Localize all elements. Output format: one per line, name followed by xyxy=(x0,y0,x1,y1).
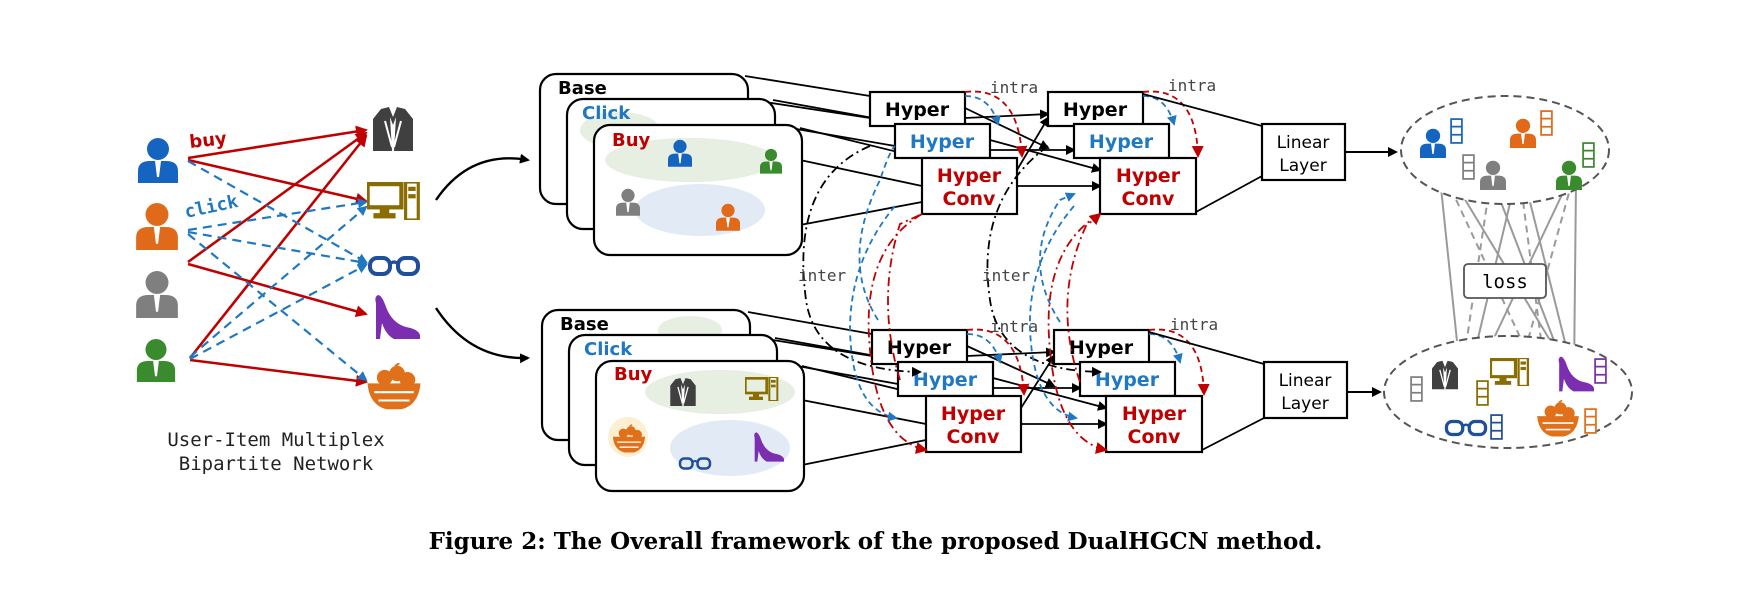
intra-label-top-l2: intra xyxy=(1168,76,1216,95)
intra-label-top-l1: intra xyxy=(990,78,1038,97)
user-orange-icon xyxy=(136,203,178,250)
hyper-conv-block-buy-l2-bottom xyxy=(1104,394,1204,454)
svg-text:Hyper: Hyper xyxy=(1095,369,1160,391)
svg-text:Conv: Conv xyxy=(943,188,997,210)
network-label-line1: User-Item Multiplex xyxy=(167,429,384,451)
svg-text:Linear: Linear xyxy=(1279,371,1332,391)
svg-text:Hyper: Hyper xyxy=(887,337,952,359)
svg-text:Click: Click xyxy=(584,339,633,360)
click-edge-label: click xyxy=(183,191,241,223)
svg-text:Layer: Layer xyxy=(1281,394,1328,414)
click-card-title: Click xyxy=(582,103,631,124)
loss-box xyxy=(1463,263,1547,299)
loss-label: loss xyxy=(1482,271,1528,293)
buy-edge-label: buy xyxy=(188,128,228,153)
svg-text:Layer: Layer xyxy=(1279,156,1326,176)
user-gray-icon xyxy=(136,271,178,318)
hyper-conv-block-buy-l1-bottom xyxy=(924,394,1023,454)
click-edges xyxy=(187,160,368,382)
hyper-block-base-l2-bottom xyxy=(1052,328,1151,366)
inter-arrows xyxy=(802,145,1108,454)
hyper-block-click-l2 xyxy=(1072,122,1171,160)
svg-text:Hyper: Hyper xyxy=(913,369,978,391)
svg-text:Hyper: Hyper xyxy=(1116,165,1181,187)
inter-label-2: inter xyxy=(982,266,1031,285)
hyper-conv-block-buy-l1 xyxy=(920,156,1019,216)
svg-text:Hyper: Hyper xyxy=(937,165,1002,187)
svg-text:Conv: Conv xyxy=(947,426,1001,448)
svg-text:Hyper: Hyper xyxy=(1069,337,1134,359)
hyper-block-base-l2 xyxy=(1046,90,1145,128)
intra-label-bottom-l2: intra xyxy=(1170,315,1218,334)
suit-icon xyxy=(373,107,413,151)
network-label-line2: Bipartite Network xyxy=(179,453,374,475)
bottom-branch: Base Click Buy Hyper Hyper Hyper Conv xyxy=(540,308,1382,493)
svg-text:Hyper: Hyper xyxy=(1089,131,1154,153)
bipartite-network: buy click User-Item Multiplex Bipartite … xyxy=(136,107,530,475)
linear-layer-top xyxy=(1260,122,1347,182)
linear-layer-bottom xyxy=(1262,360,1349,420)
glasses-icon xyxy=(370,258,418,274)
svg-text:Hyper: Hyper xyxy=(941,403,1006,425)
svg-text:Conv: Conv xyxy=(1128,426,1182,448)
computer-icon xyxy=(368,182,419,220)
svg-text:Hyper: Hyper xyxy=(1063,99,1128,121)
svg-text:Base: Base xyxy=(560,314,609,335)
output-section: loss xyxy=(1383,95,1633,449)
intra-label-bottom-l1: intra xyxy=(990,317,1038,336)
svg-text:Linear: Linear xyxy=(1277,133,1330,153)
arrow-to-bottom-stack xyxy=(434,307,530,364)
top-branch: Base Click Buy Hyper Hyper Hyper Conv xyxy=(538,72,1398,257)
figure-caption: Figure 2: The Overall framework of the p… xyxy=(428,528,1323,555)
inter-label-1: inter xyxy=(798,266,847,285)
svg-text:Hyper: Hyper xyxy=(910,131,975,153)
user-blue-icon xyxy=(138,138,178,183)
svg-text:Conv: Conv xyxy=(1122,188,1176,210)
arrow-to-top-stack xyxy=(435,153,530,201)
svg-text:Hyper: Hyper xyxy=(1122,403,1187,425)
hyper-block-base-l1-bottom xyxy=(870,328,969,366)
svg-text:Buy: Buy xyxy=(614,364,653,385)
heel-icon xyxy=(375,295,420,339)
hyper-conv-block-buy-l2 xyxy=(1098,156,1198,216)
svg-text:Hyper: Hyper xyxy=(885,99,950,121)
base-card-title: Base xyxy=(558,78,607,99)
user-green-icon xyxy=(136,338,176,382)
fruit-basket-icon xyxy=(367,363,421,410)
buy-card-title: Buy xyxy=(612,130,651,151)
